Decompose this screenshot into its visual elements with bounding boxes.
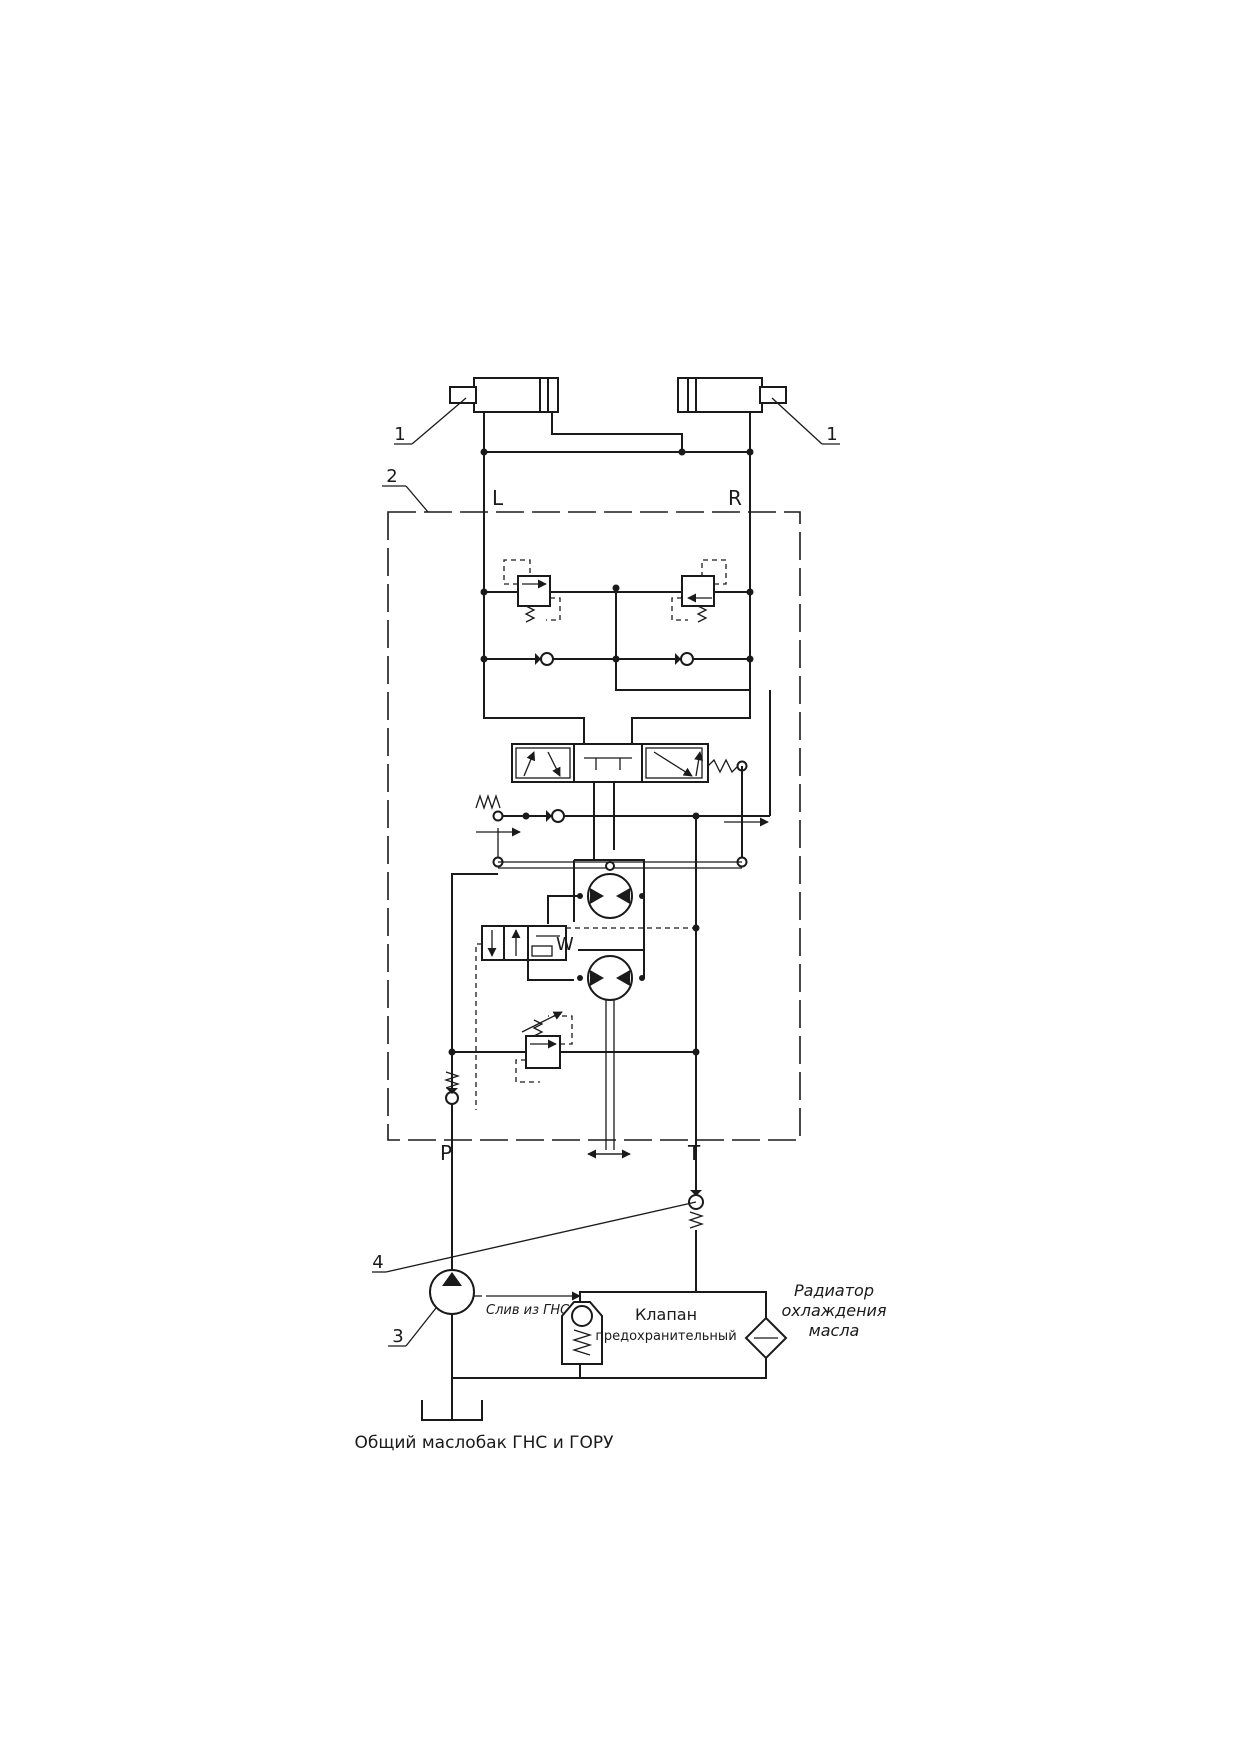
inlet-check-valve	[445, 1088, 459, 1105]
port-label-W: W	[556, 934, 574, 955]
callout-1-left: 1	[394, 424, 405, 445]
port-label-R: R	[728, 486, 742, 510]
metering-pump-upper	[577, 873, 645, 919]
oil-tank	[421, 1400, 483, 1421]
callout-3: 3	[392, 1326, 403, 1347]
port-label-L: L	[492, 486, 504, 510]
radiator-label-2: охлаждения	[781, 1301, 886, 1320]
oil-cooler-radiator	[744, 1316, 788, 1360]
port-label-T: T	[687, 1141, 701, 1165]
radiator-label-1: Радиатор	[794, 1281, 874, 1300]
metering-pump-lower	[577, 955, 645, 1001]
pump	[429, 1269, 482, 1315]
radiator-label-3: масла	[809, 1321, 860, 1340]
check-valve-left	[535, 652, 554, 666]
hydraulic-cylinder-right	[677, 377, 787, 413]
relief-valve-label-1: Клапан	[635, 1305, 697, 1324]
hydraulic-cylinder-left	[449, 377, 559, 413]
safety-relief-valve	[561, 1301, 603, 1365]
callout-1-right: 1	[826, 424, 837, 445]
shock-valve-right	[671, 559, 727, 623]
port-label-P: P	[440, 1141, 452, 1165]
drain-label: Слив из ГНС	[486, 1303, 570, 1318]
check-valve-mid	[546, 809, 565, 823]
directional-control-valve	[511, 743, 748, 783]
check-valve-right	[675, 652, 694, 666]
priority-valve	[475, 925, 696, 1110]
callout-4: 4	[372, 1252, 383, 1273]
check-valve-4	[688, 1190, 704, 1210]
relief-valve-label-2: предохранительный	[595, 1329, 736, 1344]
callout-2: 2	[386, 466, 397, 487]
main-relief-valve	[515, 1011, 573, 1083]
steering-unit-boundary	[387, 511, 801, 1141]
shock-valve-left	[503, 559, 561, 623]
tank-label: Общий маслобак ГНС и ГОРУ	[354, 1433, 614, 1453]
